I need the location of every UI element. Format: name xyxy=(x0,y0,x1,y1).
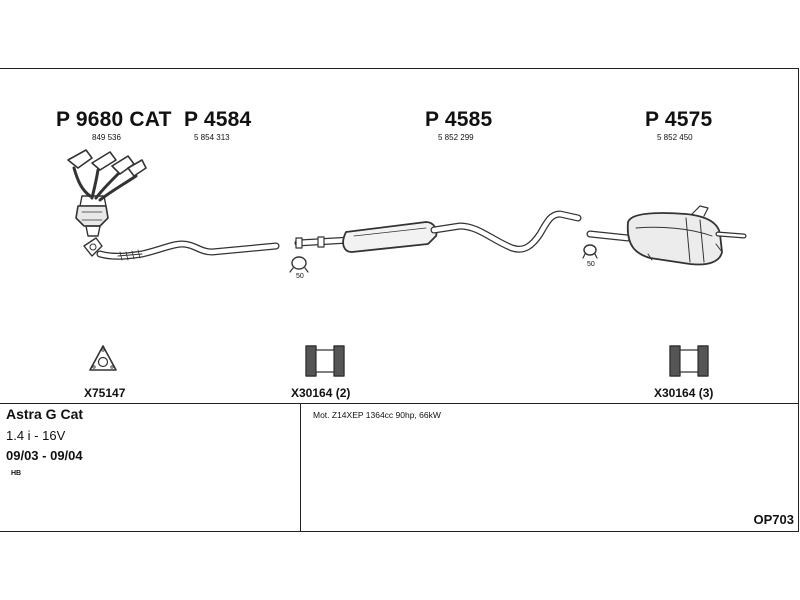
part-code-p1: 849 536 xyxy=(92,133,121,142)
body-type: HB xyxy=(11,470,22,477)
engine-short: 1.4 i - 16V xyxy=(6,428,66,443)
hanger-label-right[interactable]: X30164 (3) xyxy=(654,386,714,400)
part-number-p2[interactable]: P 4584 xyxy=(184,108,252,131)
part-code-p3: 5 852 299 xyxy=(438,133,474,142)
info-divider-horizontal xyxy=(0,403,799,404)
clamp-right-icon[interactable] xyxy=(582,244,598,259)
model-years: 09/03 - 09/04 xyxy=(6,448,83,463)
clamp-size-left: 50 xyxy=(296,273,304,280)
part-number-p1[interactable]: P 9680 CAT xyxy=(56,108,172,131)
gasket-icon[interactable] xyxy=(89,345,117,371)
rubber-hanger-mid-icon[interactable] xyxy=(305,345,345,377)
middle-silencer[interactable] xyxy=(294,210,582,253)
part-code-p2: 5 854 313 xyxy=(194,133,230,142)
clamp-left-icon[interactable] xyxy=(289,256,309,273)
diagram-frame xyxy=(0,68,799,532)
part-code-p4: 5 852 450 xyxy=(657,133,693,142)
front-pipe[interactable] xyxy=(96,240,280,261)
engine-detail: Mot. Z14XEP 1364cc 90hp, 66kW xyxy=(313,410,441,420)
part-number-p4[interactable]: P 4575 xyxy=(645,108,713,131)
manifold-catalyst[interactable] xyxy=(67,149,147,257)
hanger-label-mid[interactable]: X30164 (2) xyxy=(291,386,351,400)
clamp-size-right: 50 xyxy=(587,261,595,268)
info-divider-vertical xyxy=(300,403,301,532)
rear-silencer[interactable] xyxy=(586,205,747,266)
part-number-p3[interactable]: P 4585 xyxy=(425,108,493,131)
gasket-label[interactable]: X75147 xyxy=(84,386,126,400)
diagram-code: OP703 xyxy=(753,512,794,527)
rubber-hanger-right-icon[interactable] xyxy=(669,345,709,377)
vehicle-model: Astra G Cat xyxy=(6,406,84,422)
